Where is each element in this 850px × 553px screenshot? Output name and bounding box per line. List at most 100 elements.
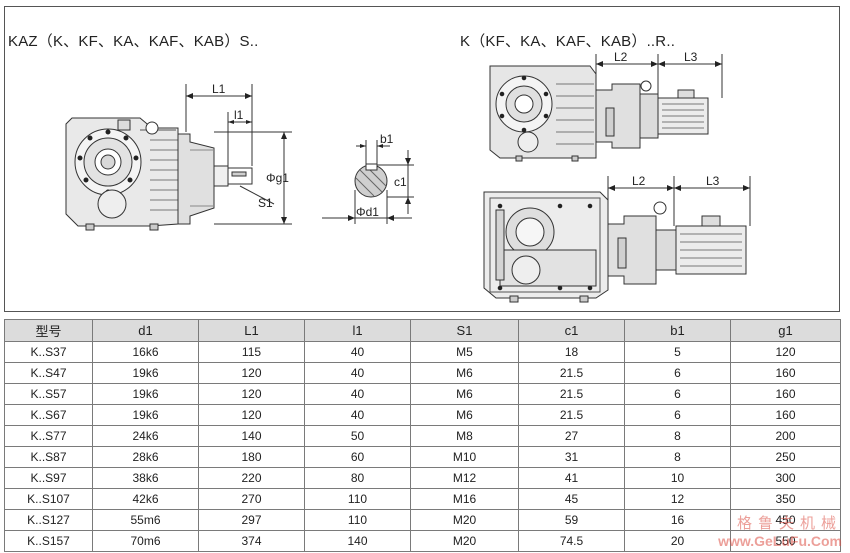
shaft-section-drawing (322, 140, 414, 224)
table-cell: 40 (304, 362, 411, 384)
header-model: 型号 (4, 319, 93, 342)
table-cell: M20 (410, 530, 519, 552)
table-cell: 180 (198, 446, 305, 468)
table-cell: 374 (198, 530, 305, 552)
table-cell: K..S87 (4, 446, 93, 468)
table-cell: M16 (410, 488, 519, 510)
table-cell: 160 (730, 362, 841, 384)
table-cell: 200 (730, 425, 841, 447)
table-cell: 19k6 (92, 404, 199, 426)
table-cell: 21.5 (518, 404, 625, 426)
table-cell: 16k6 (92, 341, 199, 363)
table-cell: 19k6 (92, 383, 199, 405)
table-cell: 297 (198, 509, 305, 531)
table-cell: 74.5 (518, 530, 625, 552)
table-cell: M12 (410, 467, 519, 489)
table-cell: 120 (198, 404, 305, 426)
table-cell: 8 (624, 446, 731, 468)
header-S1: S1 (410, 319, 519, 342)
label-l1: l1 (234, 108, 244, 122)
table-cell: 270 (198, 488, 305, 510)
right-top-gearmotor-drawing (489, 54, 723, 162)
table-cell: 18 (518, 341, 625, 363)
label-L1: L1 (212, 82, 226, 96)
table-cell: 21.5 (518, 383, 625, 405)
table-cell: K..S47 (4, 362, 93, 384)
table-cell: 40 (304, 341, 411, 363)
label-L3-top: L3 (684, 50, 698, 64)
header-b1: b1 (624, 319, 731, 342)
table-cell: K..S97 (4, 467, 93, 489)
label-L2-bottom: L2 (632, 174, 646, 188)
label-d1: Φd1 (356, 205, 379, 219)
table-cell: 220 (198, 467, 305, 489)
table-cell: 50 (304, 425, 411, 447)
table-cell: 12 (624, 488, 731, 510)
table-cell: K..S57 (4, 383, 93, 405)
header-L1: L1 (198, 319, 305, 342)
table-cell: 19k6 (92, 362, 199, 384)
header-c1: c1 (518, 319, 625, 342)
table-cell: M5 (410, 341, 519, 363)
table-cell: K..S157 (4, 530, 93, 552)
table-cell: 59 (518, 509, 625, 531)
label-S1: S1 (258, 196, 273, 210)
table-cell: 140 (304, 530, 411, 552)
label-L3-bottom: L3 (706, 174, 720, 188)
table-cell: M6 (410, 404, 519, 426)
table-cell: 42k6 (92, 488, 199, 510)
table-cell: 550 (730, 530, 841, 552)
table-cell: 10 (624, 467, 731, 489)
label-L2-top: L2 (614, 50, 628, 64)
table-cell: K..S77 (4, 425, 93, 447)
table-cell: 40 (304, 383, 411, 405)
table-cell: 20 (624, 530, 731, 552)
table-cell: 80 (304, 467, 411, 489)
table-cell: K..S37 (4, 341, 93, 363)
table-cell: 40 (304, 404, 411, 426)
technical-drawings: L1 l1 Φg1 S1 b1 c1 Φd1 L2 L3 L2 L3 (65, 50, 751, 303)
table-cell: 350 (730, 488, 841, 510)
table-cell: 300 (730, 467, 841, 489)
drawing-caption-left: KAZ（K、KF、KA、KAF、KAB）S.. (8, 33, 259, 50)
table-cell: K..S67 (4, 404, 93, 426)
header-d1: d1 (92, 319, 199, 342)
table-cell: 120 (198, 383, 305, 405)
table-cell: 120 (198, 362, 305, 384)
label-c1: c1 (394, 175, 407, 189)
header-l1: l1 (304, 319, 411, 342)
table-cell: 140 (198, 425, 305, 447)
label-g1: Φg1 (266, 171, 289, 185)
table-cell: 160 (730, 404, 841, 426)
table-cell: 21.5 (518, 362, 625, 384)
table-cell: 24k6 (92, 425, 199, 447)
table-cell: M8 (410, 425, 519, 447)
table-cell: 450 (730, 509, 841, 531)
table-cell: 38k6 (92, 467, 199, 489)
table-cell: 55m6 (92, 509, 199, 531)
table-cell: 6 (624, 383, 731, 405)
drawing-caption-right: K（KF、KA、KAF、KAB）..R.. (460, 33, 676, 50)
table-cell: 250 (730, 446, 841, 468)
table-cell: 27 (518, 425, 625, 447)
table-cell: K..S127 (4, 509, 93, 531)
table-cell: 45 (518, 488, 625, 510)
table-cell: M6 (410, 362, 519, 384)
table-cell: 115 (198, 341, 305, 363)
right-bottom-section-drawing (483, 176, 751, 303)
label-b1: b1 (380, 132, 394, 146)
table-cell: 110 (304, 488, 411, 510)
table-cell: 6 (624, 404, 731, 426)
header-g1: g1 (730, 319, 841, 342)
table-cell: 70m6 (92, 530, 199, 552)
table-cell: 5 (624, 341, 731, 363)
table-cell: M10 (410, 446, 519, 468)
